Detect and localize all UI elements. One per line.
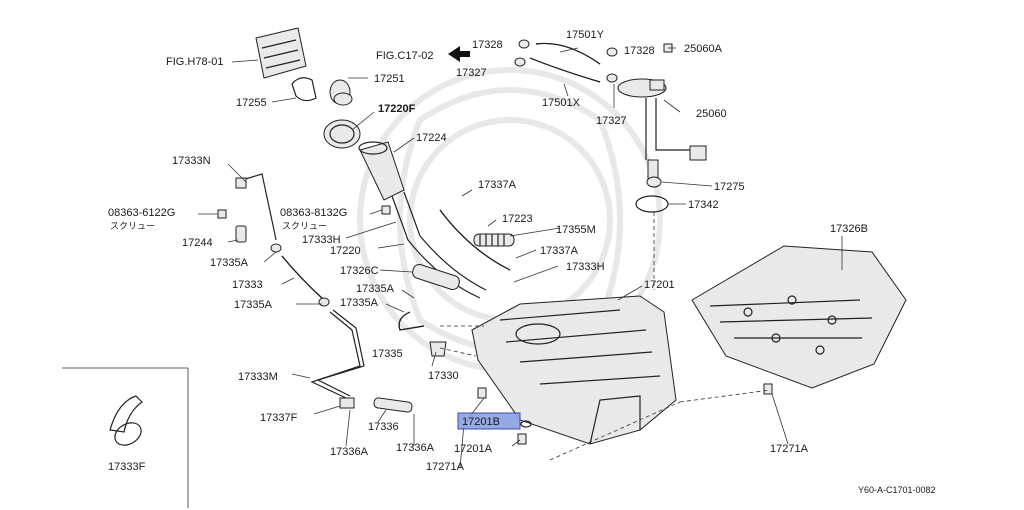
clamp-17328b [606, 47, 618, 57]
label-17220: 17220 [330, 245, 361, 257]
label-17333n: 17333N [172, 155, 211, 167]
label-17326c: 17326C [340, 265, 379, 277]
connector-17330 [429, 341, 447, 357]
label-17336: 17336 [368, 421, 399, 433]
corrugated-hose-17326c [412, 263, 460, 291]
hose-17335 [398, 311, 425, 331]
bolt-08363a [217, 209, 227, 219]
hose-17501y [535, 42, 601, 65]
label-17333h-1: 17333H [302, 234, 341, 246]
figure-code: Y60-A-C1701-0082 [858, 485, 936, 495]
clamp-17327b [606, 73, 618, 83]
filler-neck-part [358, 141, 405, 201]
inset-box [62, 367, 189, 508]
label-17333: 17333 [232, 279, 263, 291]
label-17337f: 17337F [260, 412, 298, 424]
fig-ref-left[interactable]: FIG.H78-01 [166, 56, 223, 68]
label-17501x: 17501X [542, 97, 581, 109]
breather-hose-part [439, 209, 511, 271]
hose-17501x [529, 57, 601, 83]
label-17342: 17342 [688, 199, 719, 211]
filter-17244 [235, 225, 247, 243]
label-17327b: 17327 [596, 115, 627, 127]
gasket-17342 [635, 195, 669, 213]
clamp-17328a [518, 39, 530, 49]
label-17220f: 17220F [378, 103, 416, 115]
label-17271a-1: 17271A [426, 461, 465, 473]
bolt-08363b [381, 205, 391, 215]
label-17224: 17224 [416, 132, 447, 144]
label-17201a: 17201A [454, 443, 493, 455]
label-17337a-1: 17337A [478, 179, 517, 191]
label-17333f: 17333F [108, 461, 146, 473]
strainer-17275 [646, 176, 662, 188]
label-17328b: 17328 [624, 45, 655, 57]
label-17355m: 17355M [556, 224, 596, 236]
label-25060: 25060 [696, 108, 727, 120]
clamp-17337f [339, 397, 355, 409]
label-screw-b: スクリュー [282, 221, 327, 231]
fuel-tank-17201 [471, 295, 677, 445]
label-17271a-2: 17271A [770, 443, 809, 455]
bolt-17271a-1 [477, 387, 487, 399]
arrow-left-icon [448, 46, 470, 62]
hose-17336 [373, 397, 413, 413]
fig-ref-top[interactable]: FIG.C17-02 [376, 50, 433, 62]
label-17201b[interactable]: 17201B [462, 416, 500, 428]
label-17244: 17244 [182, 237, 213, 249]
label-17501y: 17501Y [566, 29, 605, 41]
clamp-17327a [514, 57, 526, 67]
fuel-pump-25060 [617, 78, 707, 181]
label-17333h-2: 17333H [566, 261, 605, 273]
label-17336a-1: 17336A [330, 446, 369, 458]
hose-17333 [270, 243, 330, 307]
clip-17201b [520, 420, 532, 428]
filler-cap-part [329, 79, 353, 106]
label-17337a-2: 17337A [540, 245, 579, 257]
label-17201: 17201 [644, 279, 675, 291]
label-17335a-4: 17335A [340, 297, 379, 309]
label-17255: 17255 [236, 97, 267, 109]
label-17336a-2: 17336A [396, 442, 435, 454]
label-17330: 17330 [428, 370, 459, 382]
label-17327a: 17327 [456, 67, 487, 79]
label-08363a: 08363-6122G [108, 207, 175, 219]
label-25060a: 25060A [684, 43, 723, 55]
bolt-17201a [517, 433, 527, 445]
highlight-17201b[interactable] [457, 412, 521, 430]
label-17328a: 17328 [472, 39, 503, 51]
pipe-17333m [310, 309, 365, 399]
clip-17255-part [291, 77, 317, 102]
label-08363b: 08363-8132G [280, 207, 347, 219]
label-screw-a: スクリュー [110, 221, 155, 231]
label-17326b: 17326B [830, 223, 868, 235]
bolt-17271a-2 [763, 383, 773, 395]
label-17223: 17223 [502, 213, 533, 225]
corrugated-hose-17355m [473, 233, 515, 247]
bracket-plate-part [255, 27, 307, 79]
assembly-lines [439, 212, 771, 461]
label-17335: 17335 [372, 348, 403, 360]
label-17275: 17275 [714, 181, 745, 193]
vent-pipe-17333n [235, 173, 277, 241]
label-17335a-1: 17335A [210, 257, 249, 269]
filler-ring-part [323, 119, 361, 149]
label-17335a-3: 17335A [234, 299, 273, 311]
tank-shield-17326b [691, 245, 907, 389]
label-17251: 17251 [374, 73, 405, 85]
label-17335a-2: 17335A [356, 283, 395, 295]
label-17333m: 17333M [238, 371, 278, 383]
